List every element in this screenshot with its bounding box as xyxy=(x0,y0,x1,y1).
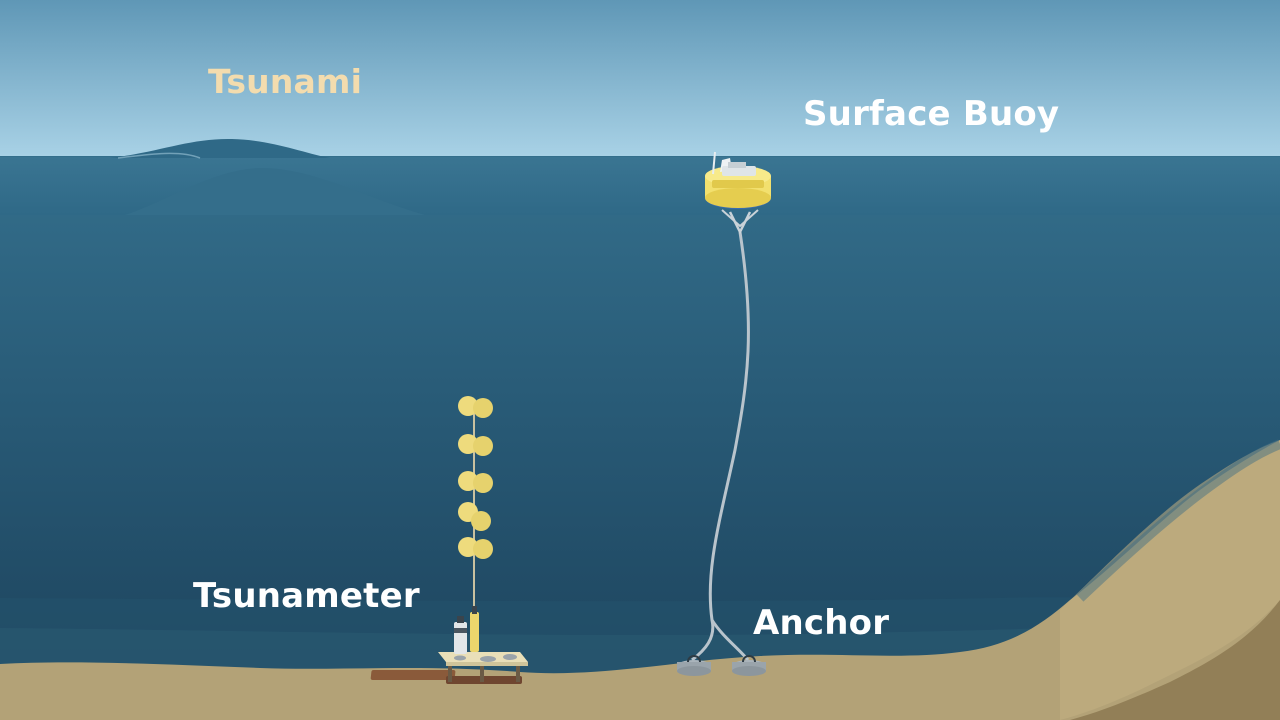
tsunami-label: Tsunami xyxy=(208,62,363,101)
slope-edge xyxy=(1076,439,1280,602)
continental-slope xyxy=(1060,440,1280,720)
anchor-weight-icon xyxy=(677,655,711,676)
float-icon xyxy=(458,396,493,418)
tsunameter-label: Tsunameter xyxy=(193,576,420,616)
tsunami-wave-icon xyxy=(110,138,425,215)
tsunameter-icon xyxy=(370,606,528,684)
float-icon xyxy=(458,434,493,456)
anchor-weight-icon xyxy=(732,655,766,676)
surface-buoy-icon xyxy=(705,151,771,235)
anchor-label: Anchor xyxy=(753,603,890,643)
float-icon xyxy=(458,502,491,531)
sky xyxy=(0,0,1280,160)
slope-shadow xyxy=(1070,600,1280,720)
float-icon xyxy=(458,471,493,493)
float-icon xyxy=(458,537,493,559)
surface-buoy-label: Surface Buoy xyxy=(803,94,1060,134)
